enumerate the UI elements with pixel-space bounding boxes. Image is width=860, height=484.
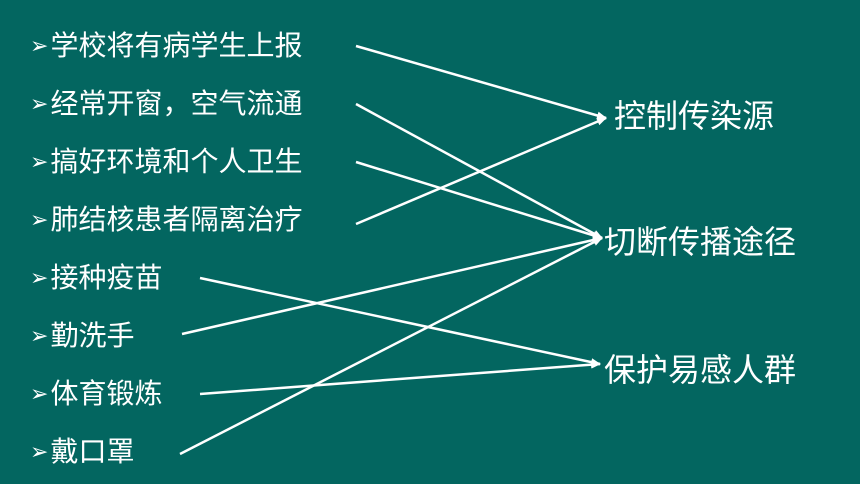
category-cut-transmission: 切断传播途径 <box>604 220 796 264</box>
bullet-arrow-icon: ➢ <box>30 208 49 233</box>
measure-item-5: ➢ 勤洗手 <box>30 316 134 356</box>
bullet-arrow-icon: ➢ <box>30 34 49 59</box>
connector-arrow <box>355 116 607 226</box>
measure-label: 经常开窗，空气流通 <box>50 87 303 120</box>
category-control-source: 控制传染源 <box>614 94 774 138</box>
connector-arrow <box>355 102 603 240</box>
category-protect-susceptible: 保护易感人群 <box>604 348 796 392</box>
bullet-arrow-icon: ➢ <box>30 324 49 349</box>
measure-label: 搞好环境和个人卫生 <box>50 145 303 178</box>
bullet-arrow-icon: ➢ <box>30 92 49 117</box>
category-label: 保护易感人群 <box>604 351 797 389</box>
measure-item-7: ➢ 戴口罩 <box>30 432 134 472</box>
measure-label: 学校将有病学生上报 <box>50 29 303 62</box>
measure-item-6: ➢ 体育锻炼 <box>30 374 162 414</box>
connector-arrow <box>355 160 603 240</box>
connector-arrow <box>199 360 601 396</box>
measure-label: 接种疫苗 <box>50 261 163 294</box>
measure-item-2: ➢ 搞好环境和个人卫生 <box>30 142 302 182</box>
measure-label: 戴口罩 <box>50 435 135 468</box>
measure-item-1: ➢ 经常开窗，空气流通 <box>30 84 302 124</box>
measure-item-4: ➢ 接种疫苗 <box>30 258 162 298</box>
connector-arrow <box>355 44 607 120</box>
bullet-arrow-icon: ➢ <box>30 440 49 465</box>
connector-arrow <box>181 236 603 336</box>
bullet-arrow-icon: ➢ <box>30 382 49 407</box>
measure-item-3: ➢ 肺结核患者隔离治疗 <box>30 200 302 240</box>
measure-label: 勤洗手 <box>50 319 135 352</box>
measure-item-0: ➢ 学校将有病学生上报 <box>30 26 302 66</box>
category-label: 切断传播途径 <box>604 223 797 261</box>
connector-arrow <box>199 276 601 367</box>
measure-label: 体育锻炼 <box>50 377 163 410</box>
bullet-arrow-icon: ➢ <box>30 150 49 175</box>
measure-label: 肺结核患者隔离治疗 <box>50 203 303 236</box>
category-label: 控制传染源 <box>614 97 775 135</box>
bullet-arrow-icon: ➢ <box>30 266 49 291</box>
connector-arrow <box>179 236 603 456</box>
